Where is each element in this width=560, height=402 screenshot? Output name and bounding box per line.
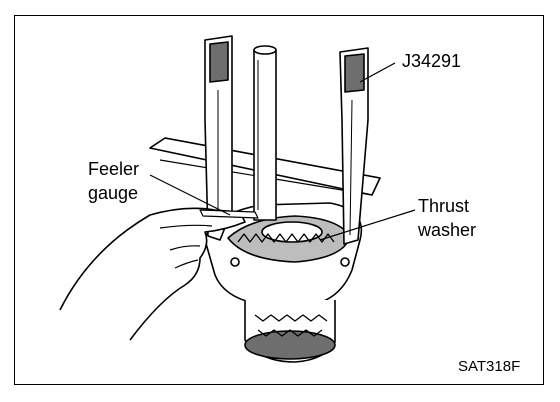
leader-j34291	[359, 62, 396, 83]
leader-lines	[149, 62, 416, 241]
right-tool-leg	[339, 47, 369, 245]
feeler-label-line1: Feeler	[88, 159, 140, 179]
figure-code: SAT318F	[458, 358, 521, 375]
thrust-label-line1: Thrust	[418, 196, 470, 216]
thrust-label-line2: washer	[418, 220, 477, 240]
feeler-label-line2: gauge	[88, 183, 139, 203]
tool-id-label: J34291	[402, 51, 462, 71]
differential-case	[204, 202, 363, 363]
leader-feeler-gauge	[149, 174, 231, 216]
center-post	[253, 45, 277, 221]
leader-thrust-washer	[319, 209, 416, 241]
left-tool-leg	[204, 35, 233, 241]
